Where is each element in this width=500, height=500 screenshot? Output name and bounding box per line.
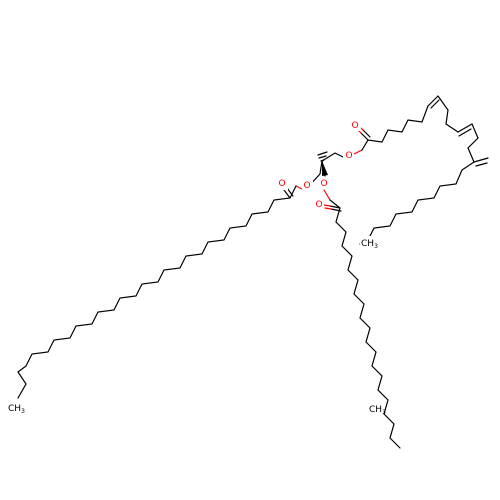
chain-palmitoyl [323,189,401,449]
atom-labels: O O O O O O CH3 CH3 CH3 [6,120,386,416]
ester-oxygen-2: O [320,179,327,189]
glycerol-backbone [308,151,346,187]
chain-lignoceroyl [17,183,305,373]
carbonyl-oxygen-1: O [278,179,285,189]
ester-oxygen-1: O [303,181,310,191]
methyl-label-3: CH3 [360,236,378,250]
stereo-hash-bond [317,151,328,162]
carbonyl-oxygen-3: O [351,121,358,131]
stereo-wedge-bond [322,161,328,176]
chain-linoleoyl [349,95,489,245]
svg-text:CH3: CH3 [369,405,386,416]
ester-oxygen-3: O [345,151,352,161]
carbonyl-oxygen-2: O [315,200,322,210]
methyl-label-2: CH3 [368,402,386,416]
methyl-label-1: CH3 [6,400,25,415]
svg-text:CH3: CH3 [8,404,25,415]
svg-text:CH3: CH3 [361,239,378,250]
